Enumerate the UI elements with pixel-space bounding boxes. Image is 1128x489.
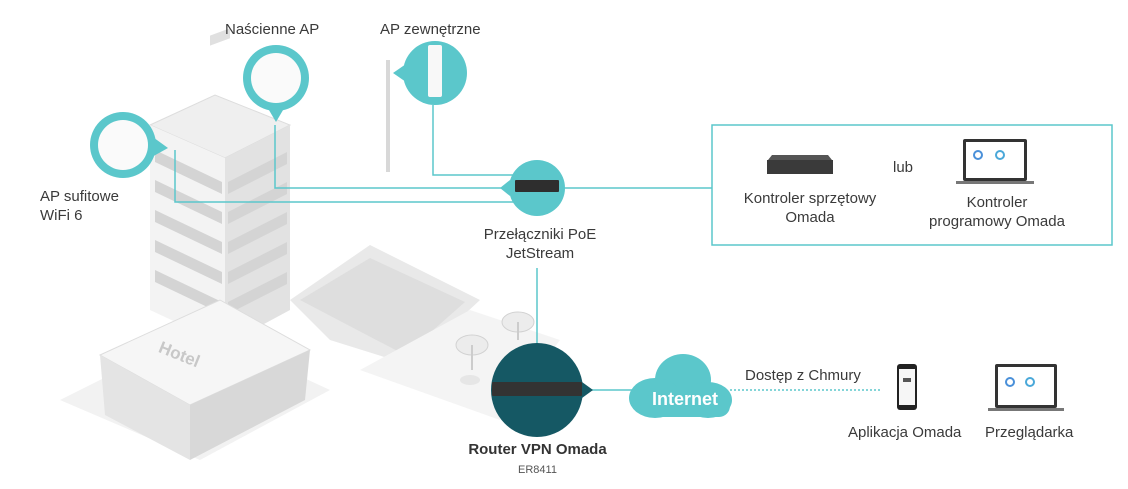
router-bubble — [491, 343, 593, 437]
phone-icon — [897, 364, 917, 410]
router-label: Router VPN Omada — [468, 441, 607, 458]
router-model: ER8411 — [518, 464, 557, 476]
controller-box — [711, 124, 1113, 246]
sw-controller-label-line2: programowy Omada — [929, 213, 1065, 230]
ceiling-ap-bubble — [90, 112, 168, 178]
poe-switch-label: Przełączniki PoE JetStream — [470, 225, 610, 263]
ceiling-ap-label: AP sufitowe WiFi 6 — [40, 187, 119, 225]
outdoor-ap-label: AP zewnętrzne — [380, 21, 481, 38]
poe-switch-bubble — [500, 160, 565, 216]
sw-controller-label: Kontroler programowy Omada — [912, 193, 1082, 231]
or-label: lub — [893, 159, 914, 176]
connection-lines — [174, 105, 880, 391]
sw-controller-label-line1: Kontroler — [966, 194, 1028, 211]
umbrella-icon — [455, 311, 535, 385]
app-label: Aplikacja Omada — [848, 424, 962, 441]
wall-ap-bubble — [243, 45, 309, 122]
hardware-controller-icon — [767, 155, 833, 174]
hotel-building — [98, 28, 312, 460]
wall-ap-label: Naścienne AP — [225, 21, 320, 38]
internet-label: Internet — [651, 389, 718, 409]
ceiling-ap-label-line2: WiFi 6 — [40, 207, 83, 224]
browser-label: Przeglądarka — [985, 424, 1074, 441]
hw-controller-label-line2: Omada — [785, 209, 835, 226]
hw-controller-label: Kontroler sprzętowy Omada — [730, 189, 890, 227]
poe-switch-label-line2: JetStream — [505, 245, 575, 262]
hw-controller-label-line1: Kontroler sprzętowy — [743, 190, 877, 207]
outdoor-ap-bubble — [393, 41, 467, 105]
internet-cloud-icon — [629, 354, 732, 418]
pool-water — [300, 258, 465, 355]
browser-laptop-icon — [988, 364, 1064, 411]
poe-switch-label-line1: Przełączniki PoE — [483, 226, 597, 243]
ceiling-ap-label-line1: AP sufitowe — [40, 188, 119, 205]
laptop-icon — [956, 139, 1034, 184]
cloud-access-label: Dostęp z Chmury — [745, 367, 861, 384]
